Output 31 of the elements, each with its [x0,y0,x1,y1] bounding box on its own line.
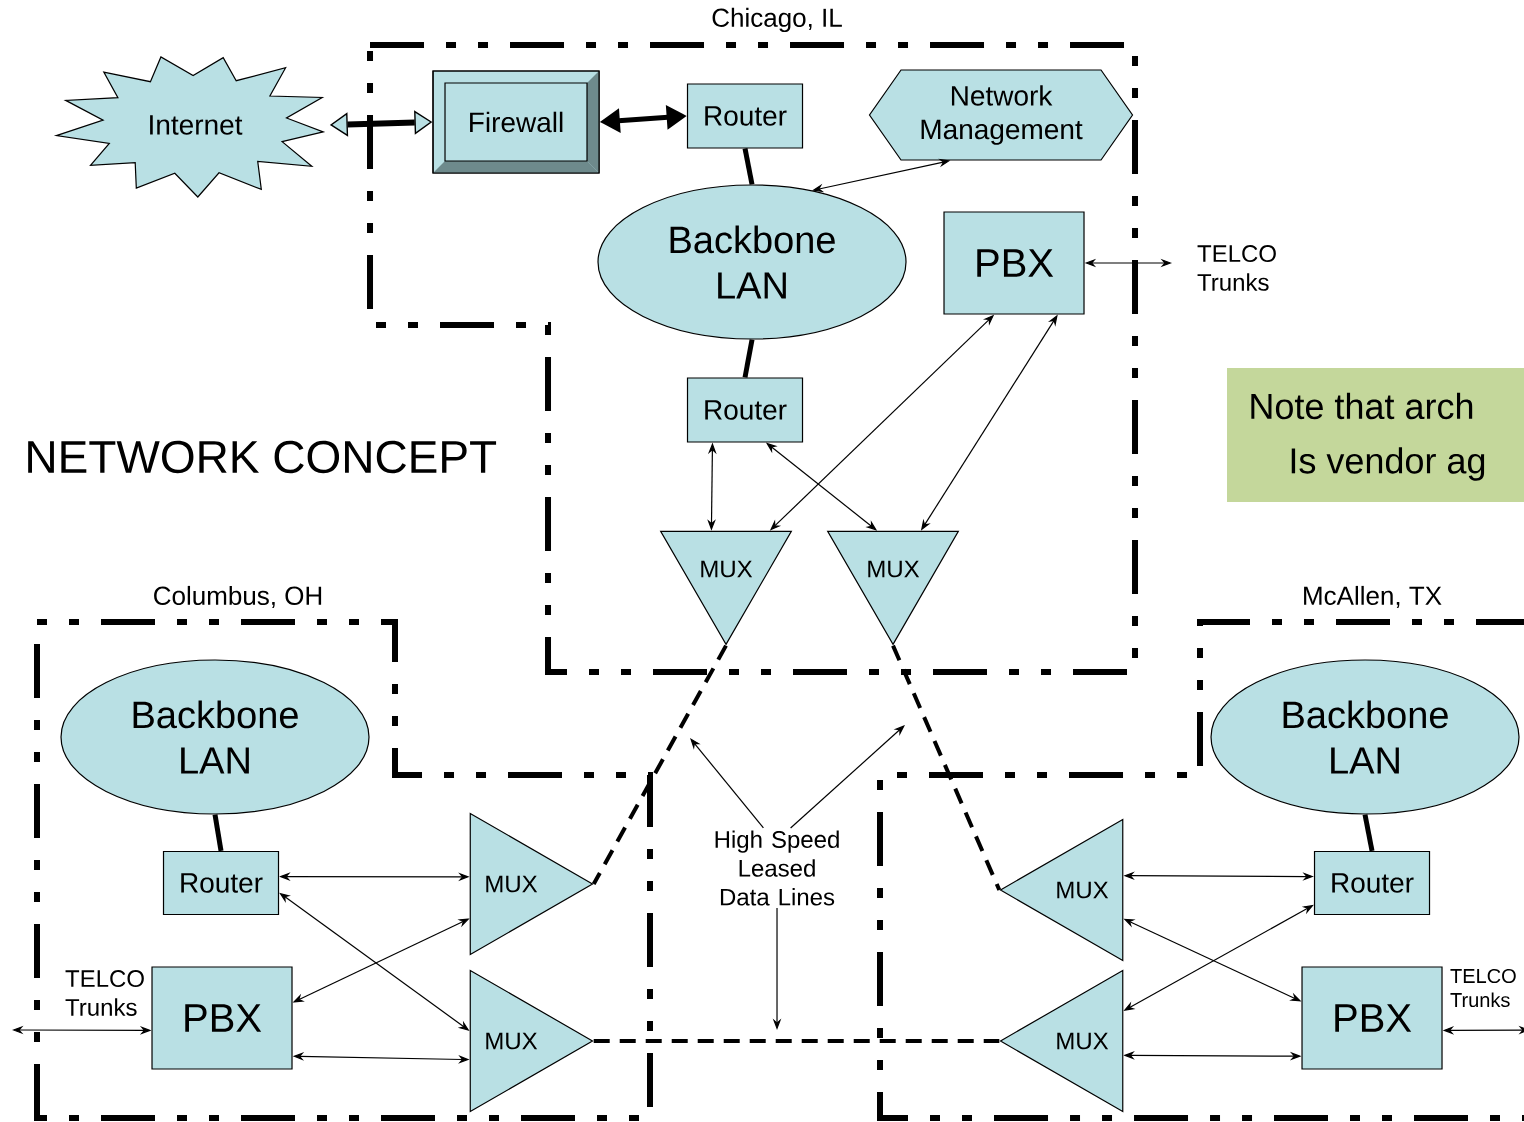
mux-triangle: MUX [999,818,1124,962]
callout-text: High Speed Leased Data Lines [715,830,839,906]
note-box: Note that arch Is vendor ag [1227,368,1524,502]
management-hexagon: Network Management [868,69,1134,161]
router-box: Router [686,83,804,149]
data-line [591,644,728,885]
site-label: Columbus, OH [154,585,322,609]
router-box: Router [162,850,280,916]
pbx-box: PBX [151,966,293,1070]
site-label: Chicago, IL [712,7,842,33]
router-box: Router [1313,850,1431,916]
edge-label: TELCO Trunks [63,968,144,1018]
connector-line [742,339,755,378]
mux-triangle: MUX [999,969,1124,1113]
data-line [891,644,1002,891]
data-line [593,1039,1000,1043]
diagram-title: NETWORK CONCEPT [28,440,497,474]
site-label: McAllen, TX [1304,585,1442,609]
mux-triangle: MUX [469,969,594,1113]
router-box: Router [686,377,804,443]
edge-label: TELCO Trunks [1195,243,1276,293]
leader-line [790,725,905,829]
connector-line [212,814,224,852]
edge-label: TELCO Trunks [1448,966,1516,1010]
connector-line [742,148,755,185]
connector-line [1362,814,1375,852]
pbx-box: PBX [943,211,1085,315]
mux-triangle: MUX [469,812,594,956]
pbx-box: PBX [1301,966,1443,1070]
leader-line [690,738,765,829]
firewall-box: Firewall [432,70,600,174]
